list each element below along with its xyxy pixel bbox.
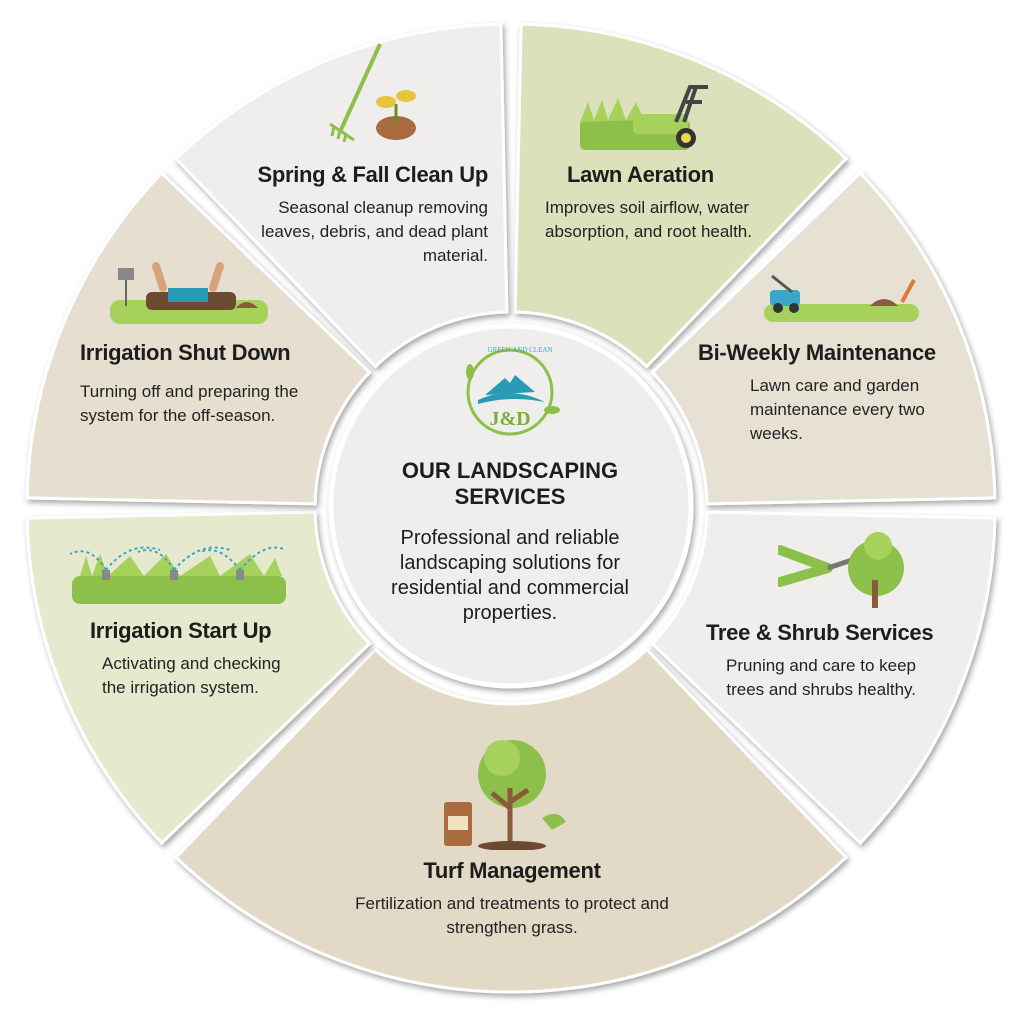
service-irrigation-start-up: Irrigation Start Up Activating and check… (90, 618, 320, 700)
center-circle (328, 323, 694, 689)
service-title: Lawn Aeration (567, 162, 714, 187)
service-spring-fall-clean-up: Spring & Fall Clean Up Seasonal cleanup … (240, 162, 488, 268)
service-title: Irrigation Start Up (90, 618, 272, 643)
service-description: Pruning and care to keep trees and shrub… (726, 656, 916, 699)
service-title: Tree & Shrub Services (706, 620, 934, 645)
service-description: Activating and checking the irrigation s… (102, 654, 281, 697)
sprinkler-icon (70, 546, 287, 604)
center-description: Professional and reliable landscaping so… (391, 527, 629, 624)
service-title: Spring & Fall Clean Up (257, 162, 488, 187)
service-title: Irrigation Shut Down (80, 340, 291, 365)
aerator-icon (580, 85, 708, 150)
pruning-shears-icon (778, 532, 904, 608)
service-title: Bi-Weekly Maintenance (698, 340, 936, 365)
wedge-irrigation-shut-down (25, 170, 372, 506)
wedge-tree-shrub-services (650, 510, 997, 846)
svg-text:GREEN AND CLEAN: GREEN AND CLEAN (488, 346, 553, 354)
rake-plant-icon (329, 43, 416, 142)
service-description: Seasonal cleanup removing leaves, debris… (261, 198, 488, 265)
service-title: Turf Management (423, 858, 601, 883)
lawn-mower-icon (764, 274, 919, 322)
service-description: Turning off and preparing the system for… (80, 382, 299, 425)
service-lawn-aeration: Lawn Aeration Improves soil airflow, wat… (545, 162, 795, 244)
service-description: Improves soil airflow, water absorption,… (545, 198, 752, 241)
center-title: OUR LANDSCAPING SERVICES (401, 458, 619, 509)
wedge-lawn-aeration (513, 22, 849, 369)
service-description: Lawn care and garden maintenance every t… (750, 376, 925, 443)
svg-text:J&D: J&D (489, 408, 530, 430)
service-irrigation-shut-down: Irrigation Shut Down Turning off and pre… (80, 340, 310, 428)
wedge-bi-weekly-maintenance (650, 170, 997, 506)
service-description: Fertilization and treatments to protect … (355, 894, 669, 937)
tree-fertilizer-icon (444, 740, 566, 850)
logo: J&D GREEN AND CLEAN (466, 346, 560, 436)
irrigation-valve-icon (110, 262, 268, 324)
service-tree-shrub: Tree & Shrub Services Pruning and care t… (706, 620, 956, 702)
service-bi-weekly-maintenance: Bi-Weekly Maintenance Lawn care and gard… (698, 340, 958, 446)
wedge-spring-fall-clean-up (173, 22, 509, 369)
service-turf-management: Turf Management Fertilization and treatm… (330, 858, 694, 940)
